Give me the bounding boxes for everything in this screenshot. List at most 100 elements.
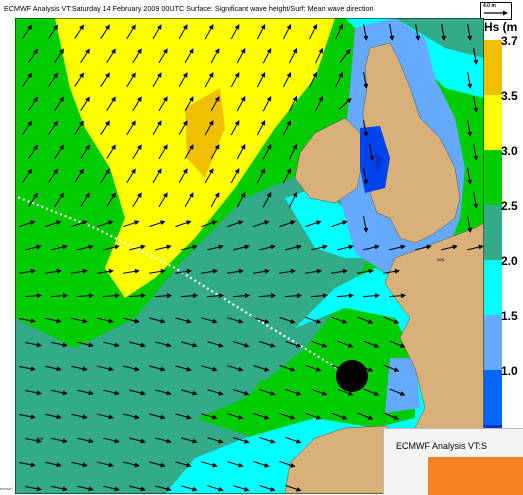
wave-direction-arrow-icon	[100, 72, 110, 88]
wave-direction-arrow-icon	[262, 144, 272, 160]
wave-direction-arrow-icon	[467, 168, 473, 185]
wave-direction-arrow-icon	[363, 244, 380, 251]
wave-direction-arrow-icon	[19, 318, 36, 324]
wave-direction-arrow-icon	[309, 71, 317, 88]
wave-direction-arrow-icon	[71, 220, 88, 228]
wave-direction-arrow-icon	[233, 389, 250, 396]
legend-swatch	[484, 260, 502, 315]
wave-direction-arrow-icon	[132, 144, 142, 160]
wave-direction-arrow-icon	[71, 461, 88, 468]
wave-direction-arrow-icon	[363, 388, 380, 396]
wave-direction-arrow-icon	[253, 317, 270, 324]
wave-direction-arrow-icon	[363, 216, 369, 233]
france-land	[384, 222, 484, 494]
wave-direction-arrow-icon	[181, 389, 198, 396]
wave-direction-arrow-icon	[19, 414, 36, 420]
wave-direction-arrow-icon	[210, 192, 220, 208]
wave-direction-arrow-icon	[259, 244, 276, 251]
wave-direction-arrow-icon	[207, 485, 224, 492]
wave-height-map	[15, 18, 484, 494]
wave-direction-arrow-icon	[233, 341, 250, 348]
wave-direction-arrow-icon	[363, 120, 369, 137]
wave-direction-arrow-icon	[132, 192, 142, 208]
wave-direction-arrow-icon	[106, 96, 116, 112]
wave-direction-arrow-icon	[227, 220, 244, 228]
wave-direction-arrow-icon	[201, 268, 218, 274]
wave-direction-arrow-icon	[152, 24, 162, 40]
wave-direction-arrow-icon	[77, 244, 94, 251]
wave-direction-arrow-icon	[204, 168, 214, 184]
lat-label-50n: 50N	[437, 257, 445, 262]
wave-direction-arrow-icon	[28, 192, 39, 207]
wave-direction-arrow-icon	[45, 268, 62, 274]
wave-direction-arrow-icon	[74, 168, 84, 183]
wave-direction-arrow-icon	[315, 95, 323, 112]
wave-direction-arrow-icon	[262, 192, 272, 208]
wave-direction-arrow-icon	[207, 341, 224, 348]
wave-direction-arrow-icon	[132, 48, 142, 64]
wave-direction-arrow-icon	[357, 412, 374, 420]
wave-direction-arrow-icon	[76, 293, 94, 299]
wave-direction-arrow-icon	[175, 413, 192, 420]
wave-direction-arrow-icon	[80, 144, 90, 159]
wave-direction-arrow-icon	[178, 24, 188, 40]
wave-direction-arrow-icon	[149, 220, 166, 228]
map-title: ECMWF Analysis VT:Saturday 14 February 2…	[4, 4, 374, 13]
wave-direction-arrow-icon	[256, 168, 266, 184]
wave-direction-arrow-icon	[279, 412, 296, 420]
wave-direction-arrow-icon	[149, 317, 166, 324]
legend-tick-label: 3.7	[501, 34, 518, 48]
wave-direction-arrow-icon	[97, 317, 114, 324]
wave-direction-arrow-icon	[71, 268, 88, 274]
wave-direction-arrow-icon	[184, 96, 194, 112]
wave-direction-arrow-icon	[126, 72, 136, 88]
wave-direction-arrow-icon	[184, 144, 194, 160]
wave-direction-arrow-icon	[305, 412, 322, 420]
wave-direction-arrow-icon	[106, 144, 116, 160]
wave-direction-arrow-icon	[310, 293, 328, 299]
wave-direction-arrow-icon	[383, 364, 400, 372]
legend-swatch	[484, 205, 502, 260]
wave-direction-arrow-icon	[51, 244, 68, 251]
wave-direction-arrow-icon	[123, 317, 140, 324]
wave-direction-arrow-icon	[256, 120, 266, 136]
wave-direction-arrow-icon	[262, 48, 272, 64]
wave-direction-arrow-icon	[201, 220, 218, 228]
wave-direction-arrow-icon	[279, 220, 296, 228]
wave-direction-arrow-icon	[123, 365, 140, 372]
wave-direction-arrow-icon	[253, 461, 270, 468]
wave-direction-arrow-icon	[102, 293, 120, 299]
wave-direction-arrow-icon	[415, 24, 421, 41]
wave-direction-arrow-icon	[207, 244, 224, 251]
wave-direction-arrow-icon	[155, 244, 172, 251]
wave-direction-arrow-icon	[129, 485, 146, 492]
wave-direction-arrow-icon	[201, 365, 218, 372]
wave-direction-arrow-icon	[97, 220, 114, 228]
wave-direction-arrow-icon	[103, 341, 120, 348]
wave-direction-arrow-icon	[201, 317, 218, 324]
wave-direction-arrow-icon	[51, 485, 68, 492]
reference-arrow-box: 4.0 m	[480, 2, 512, 20]
wave-direction-arrow-icon	[106, 48, 116, 64]
wave-direction-arrow-icon	[288, 143, 298, 160]
wave-direction-arrow-icon	[383, 412, 400, 420]
wave-direction-arrow-icon	[331, 316, 348, 324]
inset-panel: ECMWF Analysis VT:S	[383, 428, 523, 495]
wave-direction-arrow-icon	[103, 437, 120, 444]
wave-direction-arrow-icon	[71, 317, 88, 324]
wave-direction-arrow-icon	[315, 47, 323, 64]
wave-direction-arrow-icon	[233, 437, 250, 444]
wave-direction-arrow-icon	[279, 316, 296, 324]
legend-tick-label: 1.5	[501, 309, 518, 323]
wave-direction-arrow-icon	[227, 413, 244, 420]
wave-direction-arrow-icon	[338, 97, 352, 110]
great-britain-land	[362, 42, 461, 244]
wave-direction-arrow-icon	[236, 48, 246, 64]
wave-direction-arrow-icon	[210, 96, 220, 112]
wave-direction-arrow-icon	[19, 462, 36, 468]
wave-direction-arrow-icon	[97, 268, 114, 274]
wave-direction-arrow-icon	[25, 244, 42, 251]
wave-direction-arrow-icon	[227, 317, 244, 324]
inset-color-bar	[428, 457, 523, 495]
wave-direction-arrow-icon	[311, 244, 328, 251]
